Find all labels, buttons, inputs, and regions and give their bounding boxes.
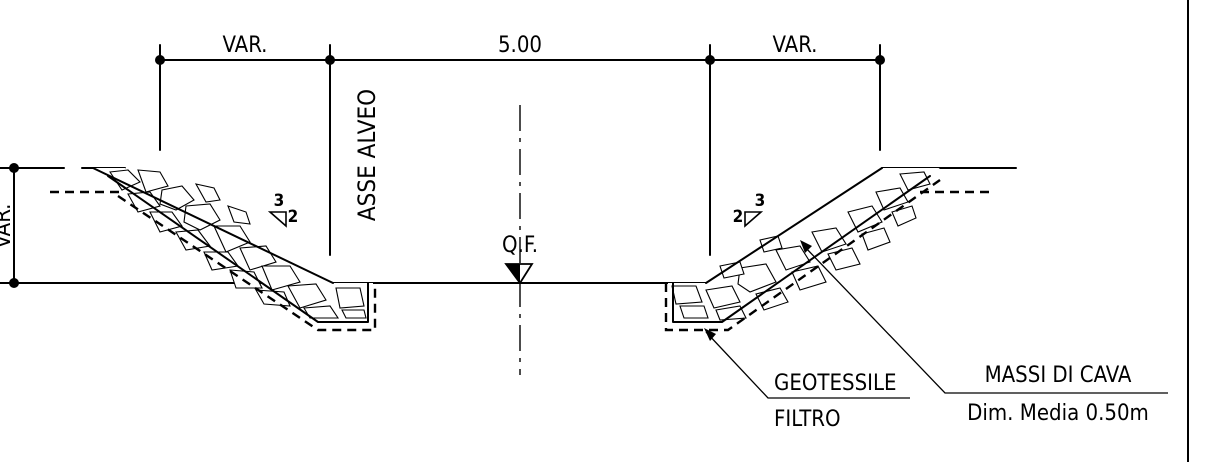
- right-slope-rise: 3: [755, 191, 766, 211]
- right-slope-symbol: 3 2: [733, 191, 766, 228]
- left-slope-run: 2: [288, 207, 299, 227]
- left-slope-rise: 3: [274, 191, 285, 211]
- geotextile-label-line1: GEOTESSILE: [774, 371, 897, 396]
- axis-label: ASSE ALVEO: [353, 89, 381, 221]
- top-dimension: VAR. 5.00 VAR.: [155, 33, 885, 256]
- geotextile-leader: GEOTESSILE FILTRO: [704, 328, 910, 432]
- left-riprap: [92, 167, 377, 332]
- height-dimension: VAR.: [0, 163, 65, 288]
- right-slope-run: 2: [733, 207, 744, 227]
- rocks-label-line2: Dim. Media 0.50m: [967, 401, 1149, 426]
- center-width-label: 5.00: [498, 33, 542, 58]
- rocks-leader: MASSI DI CAVA Dim. Media 0.50m: [800, 240, 1168, 426]
- right-width-label: VAR.: [773, 33, 818, 58]
- geotextile-label-line2: FILTRO: [774, 407, 841, 432]
- rocks-label-line1: MASSI DI CAVA: [985, 363, 1132, 388]
- height-label: VAR.: [0, 204, 16, 249]
- left-slope-symbol: 3 2: [267, 191, 299, 228]
- bed-level-marker: Q.F.: [502, 233, 538, 285]
- bed-level-label: Q.F.: [502, 233, 538, 258]
- right-riprap: [664, 167, 941, 332]
- left-width-label: VAR.: [223, 33, 268, 58]
